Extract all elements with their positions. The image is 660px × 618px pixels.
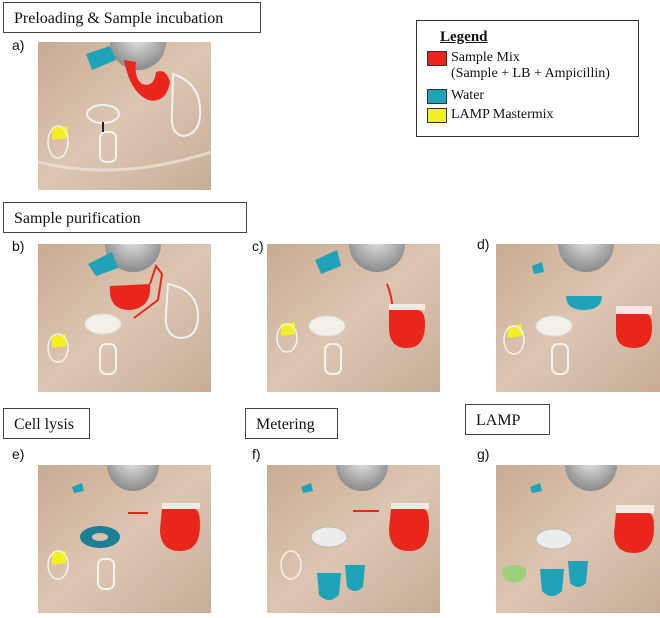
panel-letter-e: e) [12,446,25,462]
photo-panel-g [496,465,660,613]
panel-letter-f: f) [252,446,261,462]
panel-letter-a: a) [12,37,25,53]
panel-letter-g: g) [477,446,490,462]
legend-swatch-lamp-mastermix [427,108,447,123]
legend-label-sample: Sample Mix [451,50,520,65]
panel-letter-b: b) [12,238,25,254]
photo-panel-c [267,244,440,392]
legend-item-sample: Sample Mix (Sample + LB + Ampicillin) [427,50,610,82]
stage-label-metering: Metering [245,408,338,439]
legend: Legend Sample Mix (Sample + LB + Ampicil… [416,20,639,137]
legend-label-water: Water [451,88,485,103]
photo-panel-e [38,465,211,613]
legend-title: Legend [440,29,488,45]
panel-letter-d: d) [477,236,490,252]
stage-label-preloading: Preloading & Sample incubation [3,2,261,33]
panel-letter-c: c) [252,238,264,254]
photo-panel-f [267,465,440,613]
stage-label-lysis: Cell lysis [3,408,90,439]
legend-swatch-water [427,89,447,104]
legend-item-water: Water [427,88,484,104]
photo-panel-d [496,244,660,392]
legend-sublabel-sample: (Sample + LB + Ampicillin) [451,66,610,81]
legend-label-lamp-mastermix: LAMP Mastermix [451,107,554,122]
stage-label-lamp: LAMP [465,404,550,435]
photo-panel-a [38,42,211,190]
photo-panel-b [38,244,211,392]
legend-item-lamp-mastermix: LAMP Mastermix [427,107,554,123]
legend-swatch-sample [427,51,447,66]
stage-label-purification: Sample purification [3,202,247,233]
